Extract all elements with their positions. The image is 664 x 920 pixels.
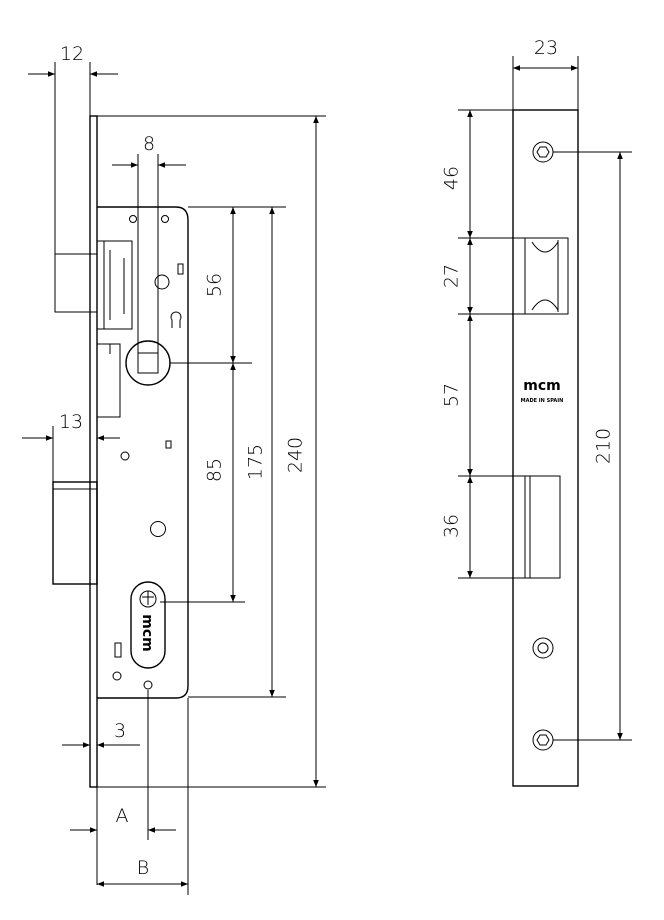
latch-bolt bbox=[54, 240, 133, 330]
screw-hole bbox=[120, 451, 130, 461]
fixing-hole bbox=[150, 521, 166, 537]
dim-A: A bbox=[116, 805, 129, 827]
fixing-hole bbox=[154, 274, 170, 290]
lever-part bbox=[96, 343, 121, 418]
dim-56: 56 bbox=[204, 273, 226, 297]
dim-210: 210 bbox=[593, 428, 615, 464]
slot bbox=[114, 642, 122, 658]
side-latch bbox=[524, 237, 569, 315]
hex-socket-icon bbox=[536, 146, 550, 158]
front-logo: mcm bbox=[139, 614, 155, 651]
screw-head bbox=[532, 729, 554, 751]
dim-175: 175 bbox=[245, 444, 267, 480]
screw-hole bbox=[129, 215, 137, 223]
screw-hole bbox=[112, 671, 122, 681]
screw-head bbox=[532, 637, 554, 659]
side-deadbolt bbox=[524, 475, 561, 579]
side-view: mcm MADE IN SPAIN 23 46 27 57 36 bbox=[441, 37, 632, 787]
dim-13: 13 bbox=[59, 411, 83, 433]
dim-85: 85 bbox=[204, 458, 226, 482]
side-faceplate bbox=[512, 109, 579, 787]
dim-27: 27 bbox=[441, 264, 463, 288]
deadbolt bbox=[52, 481, 98, 585]
side-logo: mcm bbox=[523, 378, 560, 394]
dim-B: B bbox=[137, 857, 149, 879]
spindle-square bbox=[137, 352, 159, 374]
lock-case bbox=[97, 206, 189, 699]
dim-12: 12 bbox=[60, 43, 84, 65]
screw-head bbox=[532, 141, 554, 163]
keyhole-slot bbox=[170, 311, 182, 328]
dim-36: 36 bbox=[441, 514, 463, 538]
follower-hub bbox=[125, 340, 171, 386]
hex-socket-icon bbox=[536, 734, 550, 746]
dim-57: 57 bbox=[441, 383, 463, 407]
dim-3: 3 bbox=[114, 720, 126, 742]
cylinder-cutout bbox=[130, 581, 166, 669]
front-view: mcm 12 8 13 3 A B bbox=[22, 43, 326, 895]
faceplate bbox=[89, 115, 98, 788]
slot bbox=[177, 263, 184, 275]
dim-8: 8 bbox=[143, 133, 155, 155]
dim-23: 23 bbox=[534, 37, 558, 59]
dim-240: 240 bbox=[285, 437, 307, 473]
dim-46: 46 bbox=[441, 166, 463, 190]
screw-hole bbox=[161, 215, 169, 223]
made-in-label: MADE IN SPAIN bbox=[521, 398, 564, 404]
screw-hole bbox=[143, 680, 153, 690]
slot bbox=[165, 440, 172, 449]
